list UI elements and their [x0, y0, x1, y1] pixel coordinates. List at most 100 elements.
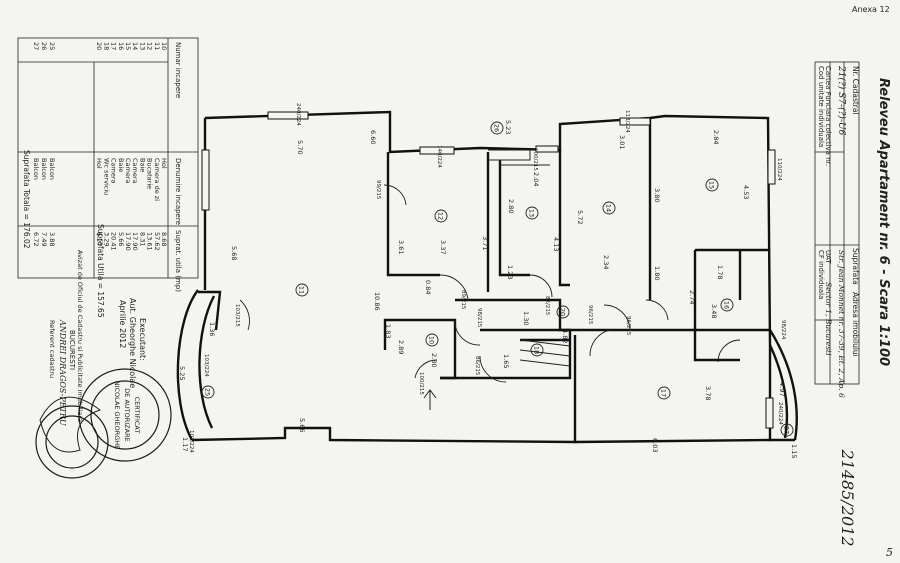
dimension-label: 2.89: [397, 340, 405, 354]
room-id-circle: [657, 386, 671, 400]
hdr-uat-value: Sector 1, Bucuresti: [824, 282, 833, 356]
room-row-number: 13: [138, 42, 146, 50]
room-id-label: 10: [428, 336, 436, 344]
room-row-number: 16: [117, 42, 125, 50]
room-row-area: 6.27: [95, 232, 103, 246]
dimension-label: 3.01: [618, 135, 626, 149]
room-row-name: Baie: [117, 158, 125, 172]
dimension-label: 2.80: [430, 353, 438, 367]
room-row-area: 17.90: [131, 232, 139, 251]
dimension-label: 1.78: [716, 265, 724, 279]
dimension-label: 3.48: [710, 304, 718, 318]
room-id-circle: [295, 283, 309, 297]
dimension-label: 1.23: [506, 265, 514, 279]
room-row-name: Hol: [95, 158, 103, 169]
opening-label: 103/215: [234, 304, 240, 327]
util-area-total: Suprafata Utila = 157.65: [96, 224, 105, 318]
opening-label: 86/215: [474, 356, 480, 376]
round-stamp: [35, 405, 109, 479]
dimension-label: 2.34: [602, 255, 610, 269]
room-id-circle: [525, 206, 539, 220]
room-id-circle: [434, 209, 448, 223]
dimension-label: 3.78: [704, 386, 712, 400]
dimension-label: 5.72: [576, 210, 584, 224]
rooms-header-number: Numar incapere: [174, 42, 182, 98]
plan-title: Releveu Apartament nr. 6 - Scara 1:100: [876, 78, 891, 366]
opening-label: 100/215: [418, 372, 424, 395]
room-id-circle: [530, 343, 544, 357]
approval-line3: ANDREI DRAGOS-PETRU: [58, 319, 67, 426]
hdr-address-value: Str. Jean Monnet nr. 37-39, Et. 2, Ap. 6: [837, 250, 846, 398]
room-row-name: Camera: [124, 158, 132, 184]
balcony-row-number: 26: [40, 42, 48, 50]
room-id-label: 11: [298, 286, 306, 294]
signature-mark: [39, 396, 102, 453]
approval-line1: Avizat de Oficiul de Cadastru si Publici…: [76, 250, 84, 422]
dimension-label: 5.23: [504, 120, 512, 134]
room-row-number: 20: [95, 42, 103, 50]
hdr-surface-label: Suprafata: [851, 248, 860, 285]
room-id-label: 20: [559, 308, 567, 316]
room-id-label: 12: [437, 212, 445, 220]
annex-label: Anexa 12: [852, 5, 890, 14]
dimension-label: 1.36: [208, 322, 216, 336]
room-id-label: 13: [528, 209, 536, 217]
dimension-label: 5.68: [230, 246, 238, 260]
room-id-circle: [556, 305, 570, 319]
opening-label: 82/215: [544, 296, 550, 316]
registration-number: 21485/2012: [838, 448, 857, 546]
room-row-area: 3.29: [102, 232, 110, 246]
dimension-label: 3.71: [481, 236, 489, 250]
room-id-label: 25: [204, 388, 212, 396]
plan-doors: [239, 149, 741, 410]
room-row-name: Hol: [160, 158, 168, 169]
dimension-label: 4.97: [778, 382, 786, 396]
svg-text:DE AUTORIZARE: DE AUTORIZARE: [123, 388, 131, 441]
approval-line4: Referent cadastru: [48, 320, 56, 378]
dimension-label: 3.80: [653, 188, 661, 202]
dimension-label: 1.30: [522, 311, 530, 325]
room-row-area: 57.62: [153, 232, 161, 251]
room-row-number: 11: [153, 42, 161, 50]
opening-label: 240/224: [777, 402, 783, 425]
rooms-header-area: Suprat. utila (mp): [174, 230, 182, 292]
room-row-area: 8.31: [138, 232, 146, 246]
hdr-cf-individual-label: CF individuala: [817, 250, 825, 299]
room-row-area: 20.41: [110, 232, 118, 251]
dimension-label: 6.03: [651, 438, 659, 452]
room-id-circle: [720, 298, 734, 312]
dimension-label: 6.60: [369, 130, 377, 144]
opening-label: 140/224: [436, 145, 442, 168]
total-area: Suprafata Totala = 176.02: [22, 150, 31, 249]
dimension-label: 4.13: [552, 237, 560, 251]
room-id-circle: [780, 423, 794, 437]
plan-openings: 240/224140/224118/224110/22499/215100/21…: [188, 103, 786, 453]
authorization-seal: [78, 368, 172, 462]
room-row-number: 18: [102, 42, 110, 50]
room-id-label: 14: [605, 204, 613, 212]
room-id-label: 17: [660, 389, 668, 397]
dimension-label: 10.86: [373, 292, 381, 311]
room-row-number: 12: [146, 42, 154, 50]
opening-label: 100/215: [532, 148, 538, 171]
dimension-label: 1.65: [502, 354, 510, 368]
dimension-label: 5.70: [296, 140, 304, 154]
balcony-row-number: 27: [32, 42, 40, 50]
header-info-table: Nr. Cadastral Suprafata 21(?) S7-(?)-U6 …: [814, 61, 860, 398]
balcony-row-area: 3.88: [48, 232, 56, 246]
room-id-circle: [705, 178, 719, 192]
dimension-label: 0.84: [424, 280, 432, 294]
balcony-row-number: 25: [48, 42, 56, 50]
hdr-cf-label: Cartea Funciara colectiva nr.: [824, 66, 832, 166]
room-id-circle: [602, 201, 616, 215]
executor-line3: Aprilie 2012: [118, 300, 127, 348]
dimension-label: 2.04: [532, 172, 540, 186]
dimension-label: 2.80: [507, 199, 515, 213]
opening-label: 102/224: [188, 430, 194, 453]
dimension-label: 1.17: [181, 437, 189, 451]
opening-label: 118/224: [624, 110, 630, 133]
opening-label: 240/224: [295, 103, 301, 126]
opening-label: 110/224: [776, 158, 782, 181]
